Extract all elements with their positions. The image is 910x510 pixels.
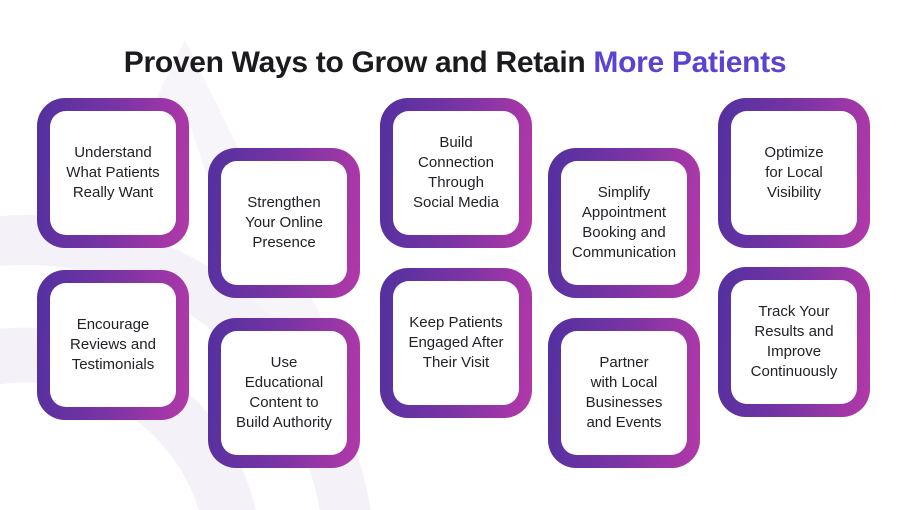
card-keep-patients-engaged: Keep Patients Engaged After Their Visit xyxy=(380,268,532,418)
card-inner: Build Connection Through Social Media xyxy=(393,111,519,235)
card-inner: Use Educational Content to Build Authori… xyxy=(221,331,347,455)
card-label: Strengthen Your Online Presence xyxy=(245,193,323,252)
card-inner: Understand What Patients Really Want xyxy=(50,111,176,235)
card-label: Understand What Patients Really Want xyxy=(66,143,160,202)
card-inner: Partner with Local Businesses and Events xyxy=(561,331,687,455)
card-label: Build Connection Through Social Media xyxy=(413,133,499,212)
card-label: Encourage Reviews and Testimonials xyxy=(70,315,156,374)
card-encourage-reviews-testimonials: Encourage Reviews and Testimonials xyxy=(37,270,189,420)
card-label: Keep Patients Engaged After Their Visit xyxy=(408,313,504,372)
card-inner: Strengthen Your Online Presence xyxy=(221,161,347,285)
card-simplify-appointment-booking: Simplify Appointment Booking and Communi… xyxy=(548,148,700,298)
card-inner: Optimize for Local Visibility xyxy=(731,111,857,235)
card-use-educational-content: Use Educational Content to Build Authori… xyxy=(208,318,360,468)
card-inner: Keep Patients Engaged After Their Visit xyxy=(393,281,519,405)
card-understand-patients: Understand What Patients Really Want xyxy=(37,98,189,248)
card-label: Simplify Appointment Booking and Communi… xyxy=(571,183,677,262)
title-highlight: More Patients xyxy=(593,46,787,80)
card-partner-local-businesses: Partner with Local Businesses and Events xyxy=(548,318,700,468)
card-inner: Encourage Reviews and Testimonials xyxy=(50,283,176,407)
card-optimize-local-visibility: Optimize for Local Visibility xyxy=(718,98,870,248)
card-build-social-media-connection: Build Connection Through Social Media xyxy=(380,98,532,248)
card-strengthen-online-presence: Strengthen Your Online Presence xyxy=(208,148,360,298)
card-label: Partner with Local Businesses and Events xyxy=(585,353,663,432)
title-prefix: Proven Ways to Grow and Retain xyxy=(123,46,594,80)
card-inner: Track Your Results and Improve Continuou… xyxy=(731,280,857,404)
card-label: Use Educational Content to Build Authori… xyxy=(236,353,332,432)
card-label: Optimize for Local Visibility xyxy=(764,143,824,202)
card-inner: Simplify Appointment Booking and Communi… xyxy=(561,161,687,285)
card-track-results-improve: Track Your Results and Improve Continuou… xyxy=(718,267,870,417)
card-label: Track Your Results and Improve Continuou… xyxy=(750,302,838,381)
page-title: Proven Ways to Grow and Retain More Pati… xyxy=(0,46,910,80)
